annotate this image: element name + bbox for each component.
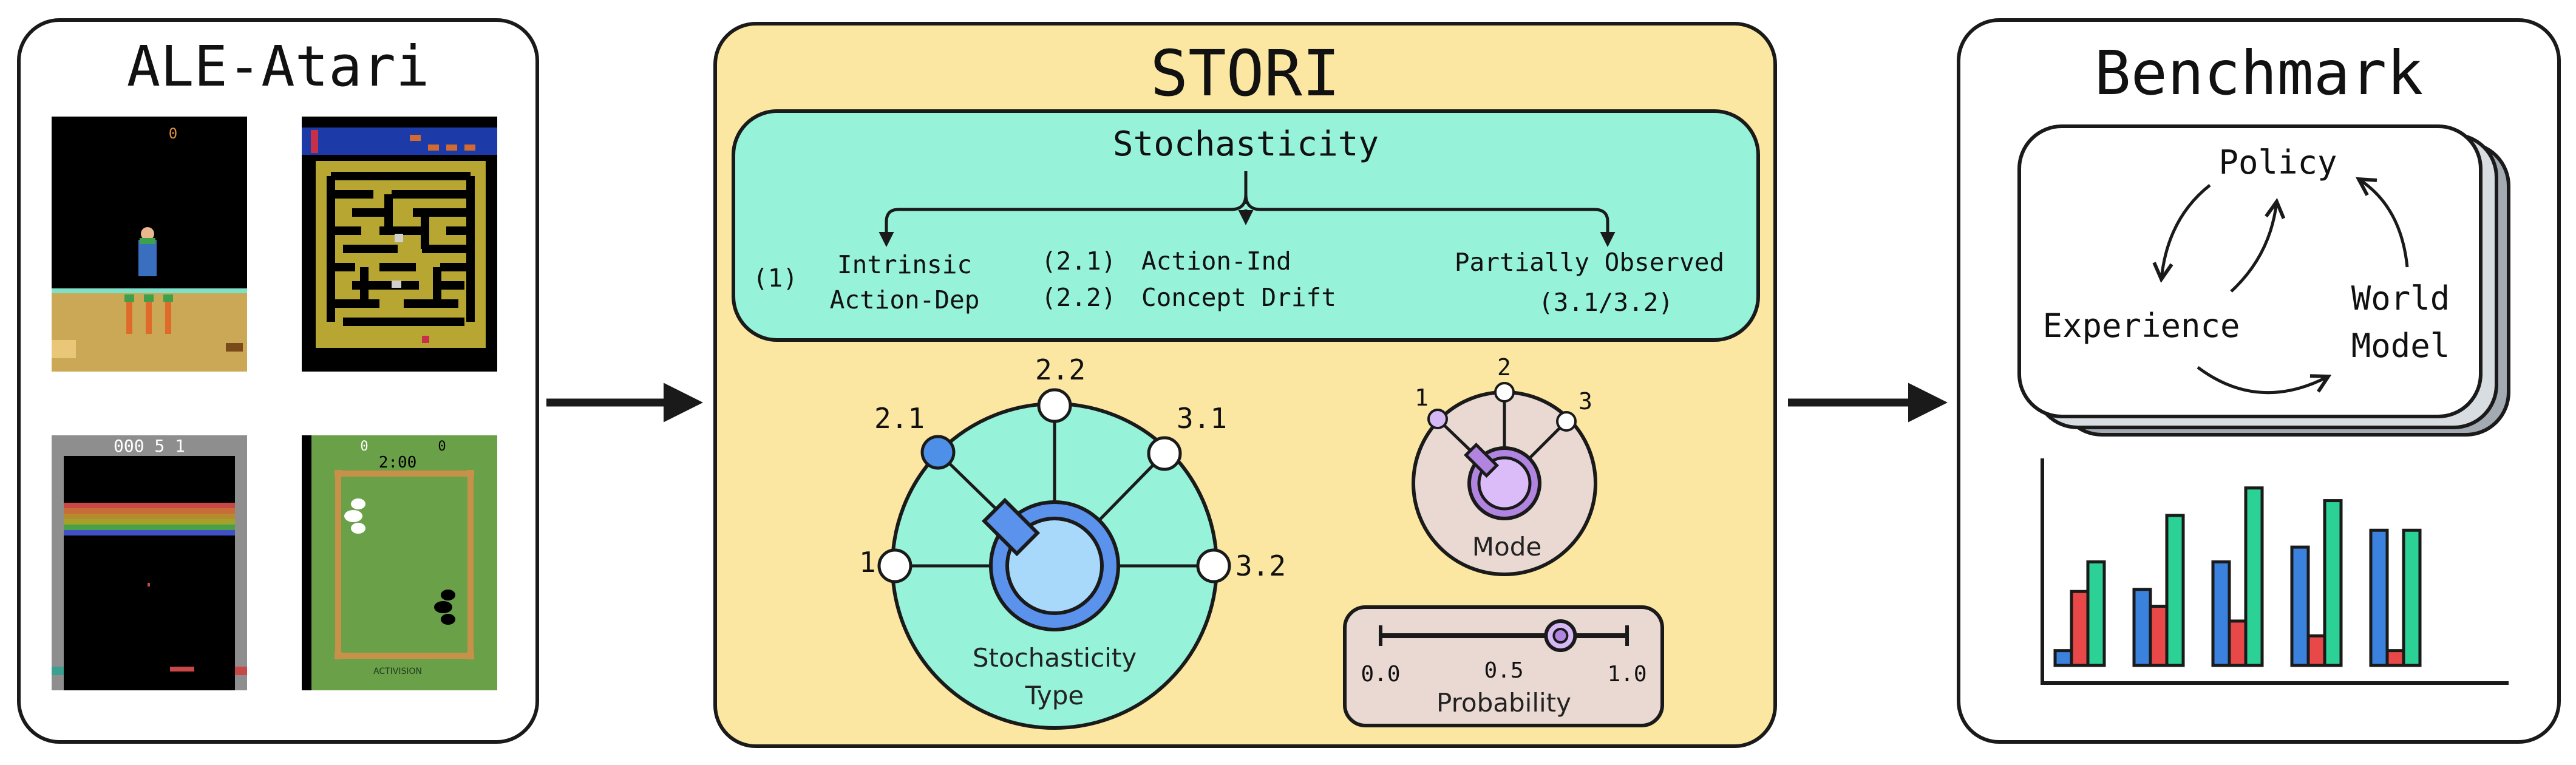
mode-dial-pointer bbox=[1464, 443, 1499, 478]
bar-series2-group2 bbox=[2149, 605, 2169, 667]
mode-position-3[interactable] bbox=[1556, 411, 1577, 432]
bar-series1-group3 bbox=[2211, 560, 2231, 667]
cycle-arrow-worldmodel-to-policy bbox=[2359, 179, 2409, 268]
col3-line2: (3.1/3.2) bbox=[1538, 288, 1673, 317]
bar-series1-group1 bbox=[2053, 649, 2073, 667]
mode-position-2[interactable] bbox=[1494, 382, 1515, 403]
type-dial-label-line2: Type bbox=[1025, 681, 1084, 710]
type-label-2-1: 2.1 bbox=[874, 402, 925, 435]
type-dial-pointer bbox=[981, 497, 1041, 557]
stochasticity-type-dial[interactable]: 1 2.1 2.2 3.1 3.2 Stochasticity Type bbox=[859, 353, 1286, 730]
probability-tick-05: 0.5 bbox=[1484, 658, 1523, 683]
col1-line2: Action-Dep bbox=[830, 285, 980, 314]
type-label-1: 1 bbox=[859, 546, 876, 579]
cycle-world-model-line2: Model bbox=[2351, 327, 2450, 365]
type-label-2-2: 2.2 bbox=[1035, 353, 1086, 386]
type-label-3-2: 3.2 bbox=[1235, 549, 1286, 582]
mode-dial[interactable]: 1 2 3 Mode bbox=[1412, 354, 1597, 576]
breakout-game-screenshot: 000 5 1 bbox=[52, 435, 247, 690]
col2-line2: Concept Drift bbox=[1141, 283, 1336, 312]
farm-game-screenshot: 0 bbox=[52, 117, 247, 372]
type-label-3-1: 3.1 bbox=[1177, 402, 1227, 435]
boxing-clock: 2:00 bbox=[379, 454, 417, 472]
farm-score: 0 bbox=[169, 125, 177, 142]
col2-number2: (2.2) bbox=[1041, 283, 1116, 312]
cycle-arrow-experience-to-worldmodel bbox=[2197, 365, 2328, 395]
maze-game-screenshot bbox=[302, 117, 497, 372]
probability-slider[interactable]: 0.0 0.5 1.0 Probability bbox=[1343, 605, 1664, 727]
type-position-3-1[interactable] bbox=[1147, 436, 1182, 471]
boxing-score-right: 0 bbox=[438, 439, 446, 454]
cycle-policy: Policy bbox=[2218, 143, 2337, 182]
mode-dial-label: Mode bbox=[1472, 532, 1541, 562]
bar-series1-group5 bbox=[2369, 528, 2389, 667]
cycle-experience: Experience bbox=[2042, 307, 2240, 345]
bar-series2-group3 bbox=[2228, 619, 2248, 667]
type-position-3-2[interactable] bbox=[1196, 548, 1231, 583]
bar-series2-group1 bbox=[2070, 590, 2090, 667]
bar-series1-group2 bbox=[2132, 588, 2152, 667]
boxing-score-left: 0 bbox=[360, 439, 368, 454]
col1-line1: Intrinsic bbox=[837, 250, 972, 279]
benchmark-title: Benchmark bbox=[2094, 38, 2424, 109]
boxing-brand: ACTIVISION bbox=[373, 667, 422, 676]
probability-tick-1: 1.0 bbox=[1607, 662, 1647, 687]
col2-number1: (2.1) bbox=[1041, 246, 1116, 276]
type-position-2-1[interactable] bbox=[920, 435, 956, 470]
mode-label-2: 2 bbox=[1497, 354, 1511, 381]
probability-thumb[interactable] bbox=[1544, 619, 1577, 652]
col3-line1: Partially Observed bbox=[1455, 248, 1724, 277]
probability-tick-0: 0.0 bbox=[1361, 662, 1400, 687]
breakout-score: 000 5 1 bbox=[114, 436, 185, 456]
col2-line1: Action-Ind bbox=[1141, 246, 1291, 276]
ale-atari-title: ALE-Atari bbox=[126, 34, 430, 99]
bar-series3-group4 bbox=[2323, 499, 2343, 667]
benchmark-bar-chart bbox=[2041, 458, 2509, 685]
boxing-game-screenshot: 0 0 2:00 ACTIVISION bbox=[302, 435, 497, 690]
cycle-arrow-policy-to-experience bbox=[2161, 184, 2211, 279]
mode-label-3: 3 bbox=[1579, 388, 1592, 415]
bar-series1-group4 bbox=[2290, 545, 2310, 667]
cycle-world-model-line1: World bbox=[2351, 279, 2450, 318]
stori-title: STORI bbox=[1150, 36, 1341, 110]
bar-series2-group4 bbox=[2306, 634, 2326, 667]
bar-series3-group1 bbox=[2086, 560, 2106, 667]
probability-label: Probability bbox=[1436, 688, 1571, 718]
col1-number: (1) bbox=[753, 264, 798, 293]
world-model-cycle-card: Policy Experience World Model bbox=[2017, 124, 2510, 437]
bar-series3-group5 bbox=[2402, 528, 2422, 667]
type-position-1[interactable] bbox=[877, 548, 912, 583]
mode-label-1: 1 bbox=[1415, 384, 1429, 411]
bar-series3-group3 bbox=[2244, 486, 2264, 667]
bar-series3-group2 bbox=[2165, 514, 2185, 667]
cycle-arrow-experience-to-policy bbox=[2230, 202, 2277, 293]
mode-position-1[interactable] bbox=[1427, 409, 1448, 429]
stochasticity-box: Stochasticity (1) Intrinsic Action-Dep (… bbox=[732, 109, 1760, 342]
bar-series2-group5 bbox=[2385, 649, 2405, 667]
stochasticity-title: Stochasticity bbox=[1113, 124, 1379, 164]
type-dial-label-line1: Stochasticity bbox=[973, 643, 1137, 673]
type-position-2-2[interactable] bbox=[1037, 388, 1072, 423]
